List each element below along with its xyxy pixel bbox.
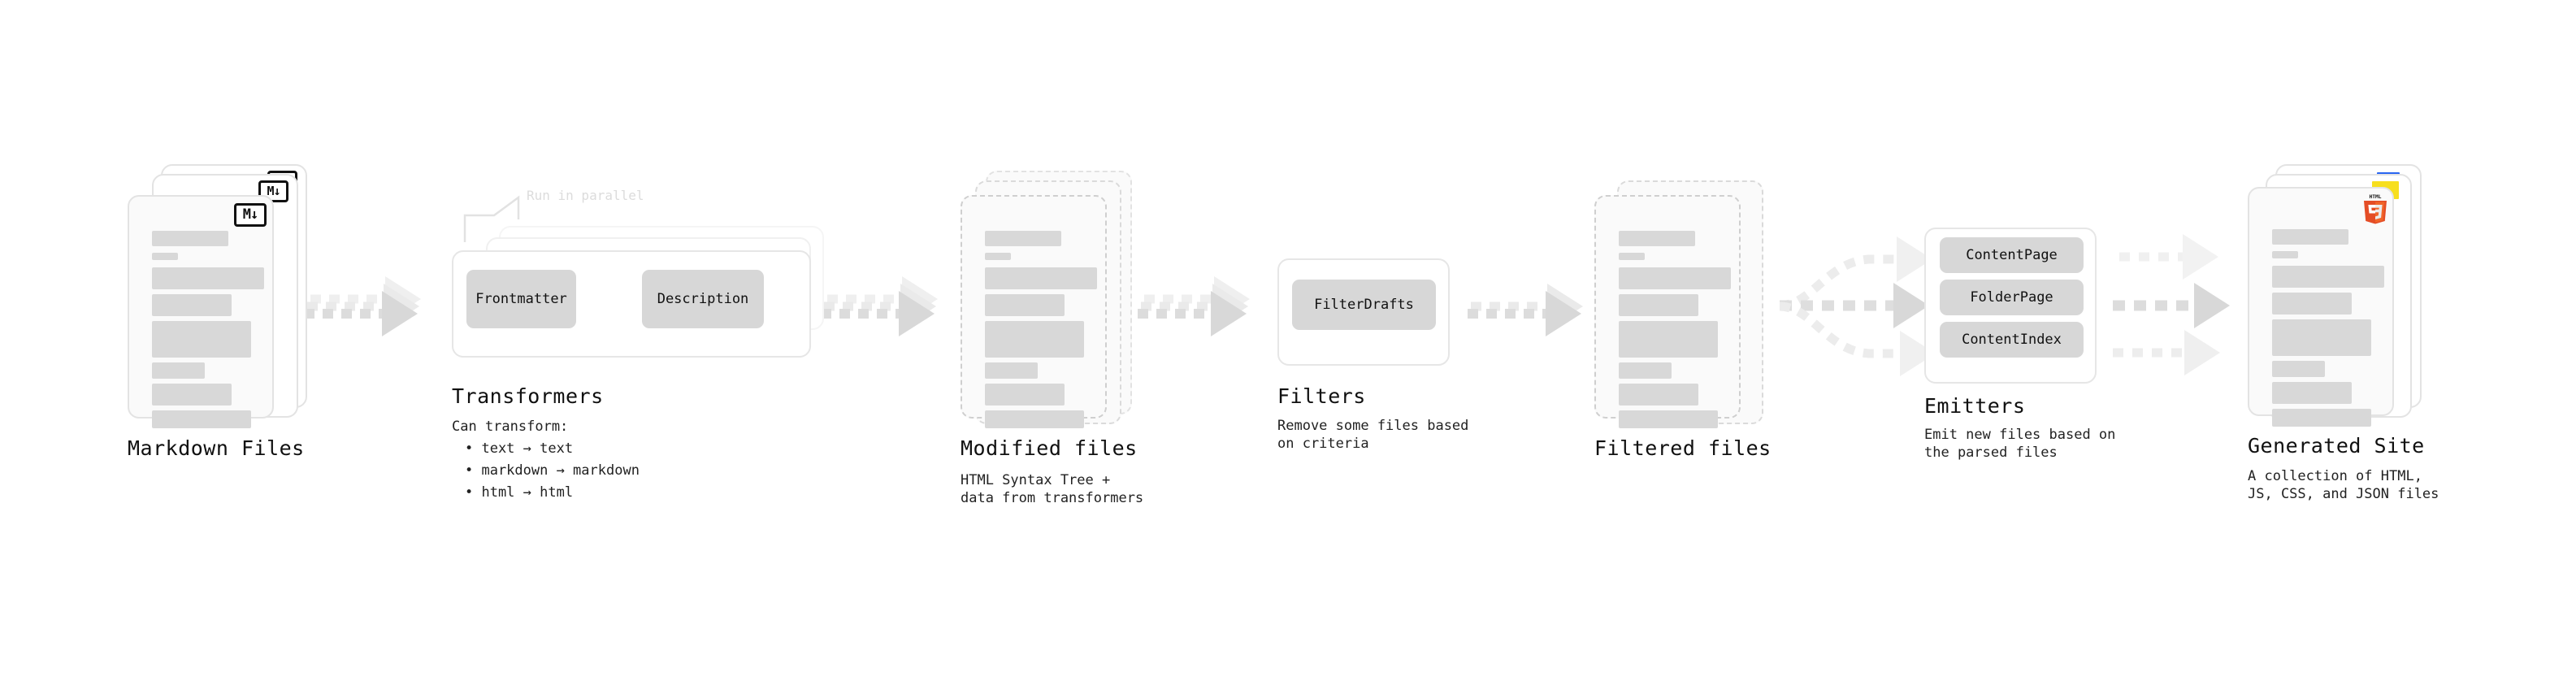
filters-subtitle: Remove some files based on criteria xyxy=(1277,418,1469,452)
skeleton-row xyxy=(1619,321,1718,358)
skeleton-row xyxy=(985,410,1084,428)
skeleton-row xyxy=(2272,319,2371,356)
html5-badge-icon: HTML xyxy=(2364,194,2387,224)
site-file-card-front xyxy=(2248,187,2394,427)
markdown-badge-icon: M↓ xyxy=(234,203,267,227)
skeleton-row xyxy=(1619,253,1645,260)
skeleton-row xyxy=(1619,384,1698,406)
stage-title-markdown-files: Markdown Files xyxy=(128,436,305,460)
arrow-transformers-to-modified xyxy=(821,276,938,336)
transformers-subtitle: Can transform: xyxy=(452,419,569,435)
skeleton-row xyxy=(152,267,264,289)
filtered-file-card-front xyxy=(1594,195,1741,428)
skeleton-row xyxy=(152,294,232,316)
skeleton-row xyxy=(985,267,1097,289)
skeleton-row xyxy=(152,362,205,379)
skeleton-row xyxy=(2272,251,2298,258)
skeleton-row xyxy=(985,321,1084,358)
skeleton-row xyxy=(2272,382,2352,404)
transformers-bullet-2: • markdown → markdown xyxy=(465,462,640,479)
modified-files-subtitle: HTML Syntax Tree + data from transformer… xyxy=(961,472,1144,506)
transformer-chip-description[interactable]: Description xyxy=(642,270,764,328)
skeleton-row xyxy=(2272,409,2371,427)
skeleton-row xyxy=(1619,231,1695,246)
emitters-subtitle: Emit new files based on the parsed files xyxy=(1924,427,2116,461)
skeleton-row xyxy=(985,294,1065,316)
stage-title-transformers: Transformers xyxy=(452,384,604,408)
filters-chip-filterdrafts[interactable]: FilterDrafts xyxy=(1292,280,1436,330)
stage-title-generated-site: Generated Site xyxy=(2248,434,2425,458)
emitters-chip-folderpage[interactable]: FolderPage xyxy=(1940,280,2084,315)
transformers-bullet-3: • html → html xyxy=(465,484,574,501)
skeleton-row xyxy=(2272,361,2325,377)
skeleton-row xyxy=(2272,229,2348,245)
skeleton-row xyxy=(1619,362,1672,379)
skeleton-row xyxy=(985,384,1065,406)
stage-title-modified-files: Modified files xyxy=(961,436,1138,460)
arrow-filtered-to-emitters xyxy=(1779,236,1936,376)
skeleton-row xyxy=(152,253,178,260)
modified-file-card-front xyxy=(961,195,1107,428)
stage-title-filters: Filters xyxy=(1277,384,1366,408)
emitters-chip-contentindex[interactable]: ContentIndex xyxy=(1940,322,2084,358)
skeleton-row xyxy=(985,253,1011,260)
skeleton-row xyxy=(1619,294,1698,316)
transformers-bullet-1: • text → text xyxy=(465,440,574,457)
markdown-file-card-front xyxy=(128,195,274,428)
arrow-emitters-to-site xyxy=(2113,234,2230,375)
skeleton-row xyxy=(1619,267,1731,289)
arrow-modified-to-filters xyxy=(1138,276,1250,336)
stage-title-emitters: Emitters xyxy=(1924,394,2026,418)
skeleton-row xyxy=(152,384,232,406)
skeleton-row xyxy=(985,231,1061,246)
stage-title-filtered-files: Filtered files xyxy=(1594,436,1772,460)
skeleton-row xyxy=(152,231,228,246)
skeleton-row xyxy=(152,321,251,358)
skeleton-row xyxy=(2272,266,2384,288)
skeleton-row xyxy=(2272,293,2352,314)
transformer-chip-frontmatter[interactable]: Frontmatter xyxy=(466,270,576,328)
skeleton-row xyxy=(1619,410,1718,428)
skeleton-row xyxy=(152,410,251,428)
skeleton-row xyxy=(985,362,1038,379)
emitters-chip-contentpage[interactable]: ContentPage xyxy=(1940,237,2084,273)
arrow-markdown-to-transformers xyxy=(304,276,421,336)
svg-text:HTML: HTML xyxy=(2370,194,2382,200)
generated-site-subtitle: A collection of HTML, JS, CSS, and JSON … xyxy=(2248,468,2439,502)
arrow-filters-to-filtered xyxy=(1468,284,1583,336)
run-in-parallel-label: Run in parallel xyxy=(527,188,644,203)
